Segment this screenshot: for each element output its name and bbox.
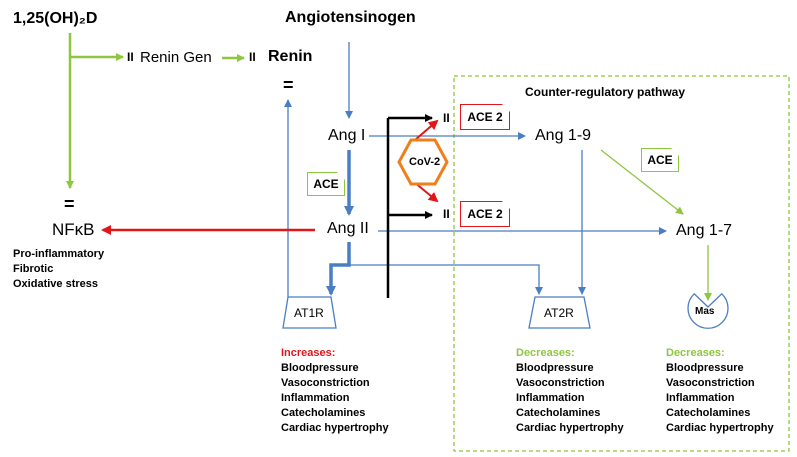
at2r-outcome-item: Inflammation [516, 392, 585, 404]
cov2-label: CoV-2 [409, 156, 441, 168]
nfkb-effect-item: Fibrotic [13, 263, 54, 275]
mas-outcome-item: Cardiac hypertrophy [666, 422, 774, 434]
mas-outcomes: Decreases: Bloodpressure Vasoconstrictio… [666, 346, 774, 436]
cov2-hexagon [397, 138, 449, 186]
ang-1-7-label: Ang 1-7 [676, 222, 733, 239]
counter-regulatory-region [453, 75, 790, 452]
mas-outcome-item: Inflammation [666, 392, 735, 404]
at2r-label: AT2R [544, 306, 574, 320]
at1r-outcome-item: Inflammation [281, 392, 350, 404]
ace2-bottom-enzyme-box: ACE 2 [460, 201, 510, 227]
renin-equals-mark: = [283, 75, 294, 95]
mas-outcome-item: Bloodpressure [666, 362, 744, 374]
at1r-outcome-item: Vasoconstriction [281, 377, 370, 389]
at2r-outcome-item: Vasoconstriction [516, 377, 605, 389]
at2r-outcome-item: Cardiac hypertrophy [516, 422, 624, 434]
at2r-receptor [528, 296, 591, 329]
at1r-outcome-item: Catecholamines [281, 407, 366, 419]
renin-inhibition-mark: II [249, 50, 256, 64]
ang-ii-label: Ang II [327, 220, 369, 237]
at1r-label: AT1R [294, 306, 324, 320]
at1r-outcomes-heading: Increases: [281, 347, 336, 359]
ang-i-label: Ang I [328, 127, 366, 144]
nfkb-label: NFκB [52, 220, 95, 239]
ang-1-9-label: Ang 1-9 [535, 127, 592, 144]
mas-receptor [687, 292, 729, 329]
at1r-outcome-item: Cardiac hypertrophy [281, 422, 389, 434]
at2r-outcomes: Decreases: Bloodpressure Vasoconstrictio… [516, 346, 624, 436]
at2r-outcomes-heading: Decreases: [516, 347, 575, 359]
mas-outcomes-heading: Decreases: [666, 347, 725, 359]
nfkb-effect-item: Oxidative stress [13, 278, 98, 290]
ace-left-enzyme-box: ACE [307, 172, 345, 196]
at2r-outcome-item: Catecholamines [516, 407, 601, 419]
ace-right-enzyme-box: ACE [641, 148, 679, 172]
at1r-outcome-item: Bloodpressure [281, 362, 359, 374]
vitamin-d-label: 1,25(OH)₂D [13, 10, 98, 27]
renin-gen-inhibition-mark: II [127, 50, 134, 64]
nfkb-effects-list: Pro-inflammatory Fibrotic Oxidative stre… [13, 247, 104, 292]
mas-outcome-item: Vasoconstriction [666, 377, 755, 389]
angii-to-at2r-arrow [349, 264, 543, 295]
mas-label: Mas [695, 306, 715, 317]
at2r-outcome-item: Bloodpressure [516, 362, 594, 374]
at1r-outcomes: Increases: Bloodpressure Vasoconstrictio… [281, 346, 389, 436]
ace2-top-inhibition-mark: II [443, 111, 450, 125]
renin-gen-label: Renin Gen [140, 49, 212, 66]
ace2-bottom-inhibition-mark: II [443, 207, 450, 221]
ace2-top-enzyme-box: ACE 2 [460, 104, 510, 130]
region-title: Counter-regulatory pathway [525, 85, 686, 99]
mas-outcome-item: Catecholamines [666, 407, 751, 419]
angiotensinogen-label: Angiotensinogen [285, 9, 416, 26]
ang19-to-ang17-arrow [600, 149, 684, 215]
angii-to-at1r-arrow [326, 242, 351, 296]
at1r-receptor [282, 296, 337, 329]
renin-label: Renin [268, 48, 313, 65]
nfkb-equals-mark: = [64, 194, 75, 214]
nfkb-effect-item: Pro-inflammatory [13, 248, 105, 260]
